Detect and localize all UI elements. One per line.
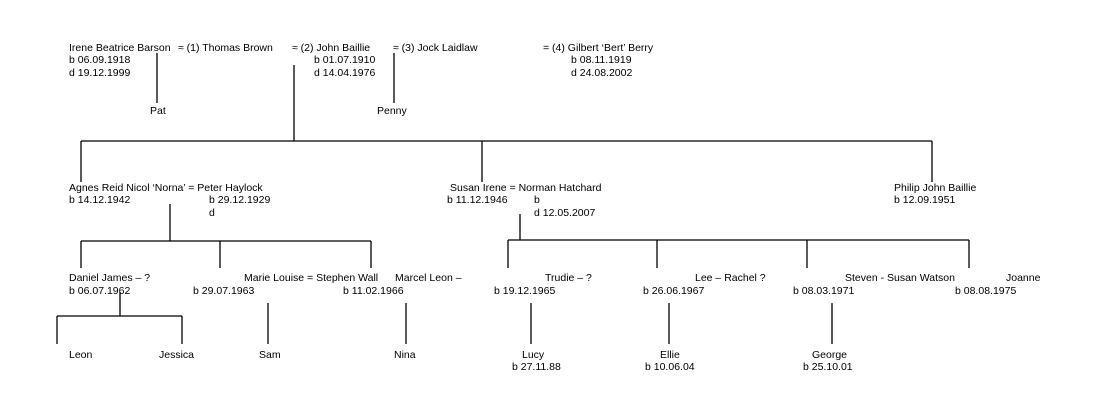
marcel-born: b 11.02.1966 xyxy=(343,285,404,297)
susan-name: Susan Irene = Norman Hatchard xyxy=(450,182,602,194)
nina-name: Nina xyxy=(394,349,416,361)
steven-name: Steven - Susan Watson xyxy=(845,272,955,284)
jessica-name: Jessica xyxy=(159,349,195,361)
marcel-name: Marcel Leon – xyxy=(395,272,462,284)
joanne-born: b 08.08.1975 xyxy=(955,285,1017,297)
marie-born: b 29.07.1963 xyxy=(193,285,255,297)
irene-died: d 19.12.1999 xyxy=(69,67,131,79)
jock-name: ≈ (3) Jock Laidlaw xyxy=(393,42,478,54)
sam-name: Sam xyxy=(259,349,281,361)
agnes-name: Agnes Reid Nicol ‘Norna’ = Peter Haylock xyxy=(69,182,263,194)
daniel-name: Daniel James – ? xyxy=(69,272,151,284)
gilbert-name: = (4) Gilbert ‘Bert’ Berry xyxy=(543,42,654,54)
steven-born: b 08.03.1971 xyxy=(793,285,855,297)
gilbert-born: b 08.11.1919 xyxy=(571,54,632,66)
trudie-born: b 19.12.1965 xyxy=(494,285,556,297)
lee-name: Lee – Rachel ? xyxy=(695,272,766,284)
thomas-name: ≈ (1) Thomas Brown xyxy=(178,42,273,54)
peter-died: d xyxy=(209,207,215,219)
joanne-name: Joanne xyxy=(1006,272,1041,284)
peter-born: b 29.12.1929 xyxy=(209,194,271,206)
philip-born: b 12.09.1951 xyxy=(894,194,956,206)
daniel-born: b 06.07.1962 xyxy=(69,285,131,297)
susan-born: b 11.12.1946 xyxy=(447,194,508,206)
john-name: ≈ (2) John Baillie xyxy=(292,42,371,54)
irene-name: Irene Beatrice Barson xyxy=(69,42,171,54)
george-born: b 25.10.01 xyxy=(803,361,853,373)
irene-born: b 06.09.1918 xyxy=(69,54,131,66)
trudie-name: Trudie – ? xyxy=(545,272,592,284)
pat-name: Pat xyxy=(150,105,166,117)
leon-name: Leon xyxy=(69,349,93,361)
marie-name: Marie Louise = Stephen Wall xyxy=(244,272,379,284)
norman-born: b xyxy=(534,194,540,206)
ellie-name: Ellie xyxy=(660,349,680,361)
lee-born: b 26.06.1967 xyxy=(643,285,705,297)
john-born: b 01.07.1910 xyxy=(314,54,376,66)
norman-died: d 12.05.2007 xyxy=(534,207,596,219)
lucy-born: b 27.11.88 xyxy=(512,361,561,373)
george-name: George xyxy=(812,349,848,361)
gilbert-died: d 24.08.2002 xyxy=(571,67,633,79)
ellie-born: b 10.06.04 xyxy=(645,361,695,373)
agnes-born: b 14.12.1942 xyxy=(69,194,131,206)
lucy-name: Lucy xyxy=(522,349,545,361)
philip-name: Philip John Baillie xyxy=(894,182,977,194)
penny-name: Penny xyxy=(377,105,407,117)
john-died: d 14.04.1976 xyxy=(314,67,376,79)
